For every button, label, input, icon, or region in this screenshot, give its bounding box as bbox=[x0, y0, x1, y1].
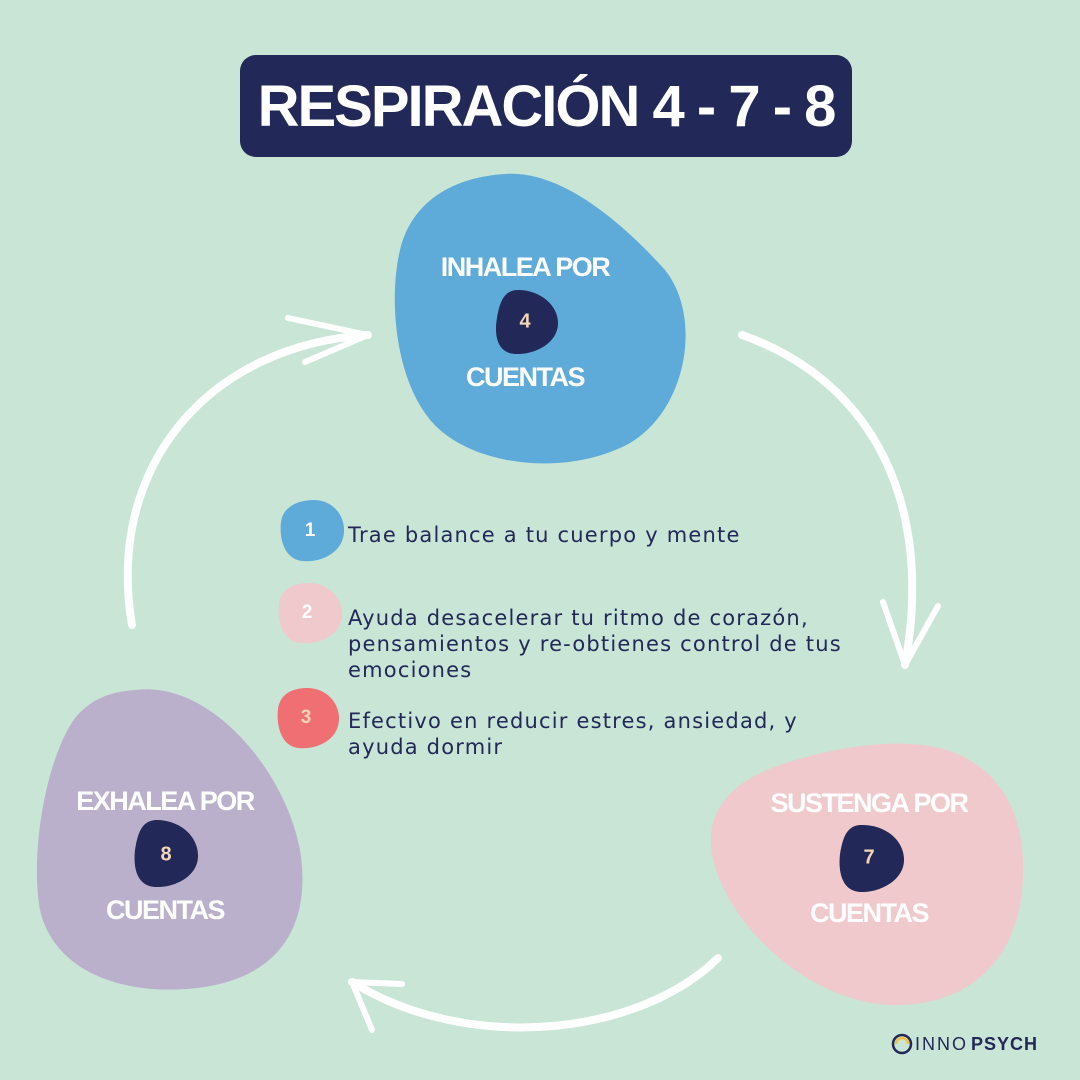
inhale-top-label: INHALEA POR bbox=[440, 252, 611, 282]
point-2-line-3: emociones bbox=[348, 658, 473, 682]
point-1-text: Trae balance a tu cuerpo y mente bbox=[348, 522, 908, 548]
arrow-bottom bbox=[348, 954, 722, 1033]
point-2-number: 2 bbox=[301, 602, 313, 623]
point-2-text: Ayuda desacelerar tu ritmo de corazón, p… bbox=[348, 605, 908, 683]
point-2-line-2: pensamientos y re-obtienes control de tu… bbox=[348, 632, 842, 656]
point-1-line-1: Trae balance a tu cuerpo y mente bbox=[348, 523, 741, 547]
point-3-line-1: Efectivo en reducir estres, ansiedad, y bbox=[348, 709, 798, 733]
exhale-bottom-label: CUENTAS bbox=[105, 895, 226, 925]
exhale-count: 8 bbox=[160, 843, 172, 866]
title-banner: RESPIRACIÓN 4 - 7 - 8 bbox=[240, 55, 852, 157]
point-3-text: Efectivo en reducir estres, ansiedad, y … bbox=[348, 708, 908, 760]
hold-count-badge bbox=[839, 824, 904, 893]
point-2-badge bbox=[278, 582, 343, 644]
point-3-badge bbox=[277, 687, 340, 749]
inhale-count-badge bbox=[495, 290, 558, 355]
innopsych-logo-icon bbox=[891, 1033, 913, 1055]
point-3-number: 3 bbox=[300, 707, 312, 728]
brand-name-part-2: PSYCH bbox=[971, 1033, 1039, 1054]
point-2-line-1: Ayuda desacelerar tu ritmo de corazón, bbox=[348, 606, 809, 630]
hold-top-label: SUSTENGA POR bbox=[770, 788, 969, 818]
hold-bottom-label: CUENTAS bbox=[809, 898, 930, 928]
arrow-right bbox=[738, 331, 941, 669]
arrow-left bbox=[123, 315, 372, 629]
page-title: RESPIRACIÓN 4 - 7 - 8 bbox=[257, 73, 837, 139]
point-3-line-2: ayuda dormir bbox=[348, 735, 504, 759]
brand-name-part-1: INNO bbox=[915, 1033, 968, 1054]
exhale-count-badge bbox=[134, 820, 198, 888]
point-1-badge bbox=[280, 499, 345, 562]
inhale-count: 4 bbox=[519, 310, 531, 333]
point-1-number: 1 bbox=[304, 520, 316, 541]
inhale-bottom-label: CUENTAS bbox=[465, 362, 586, 392]
exhale-top-label: EXHALEA POR bbox=[76, 786, 255, 816]
hold-count: 7 bbox=[863, 846, 875, 869]
